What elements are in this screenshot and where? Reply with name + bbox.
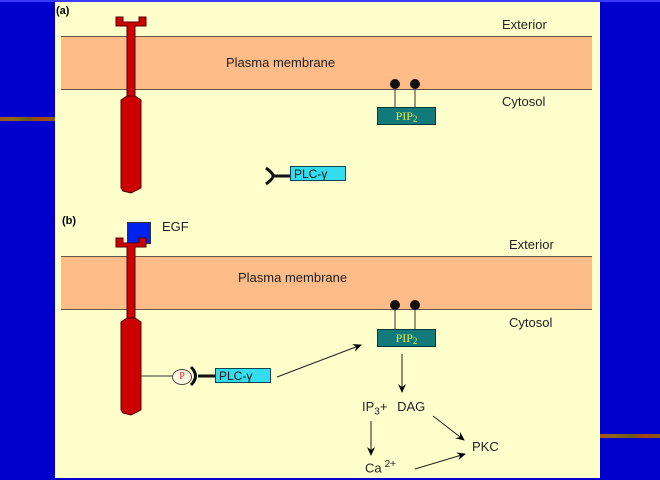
pkc-label: PKC: [472, 439, 499, 454]
panel-a-exterior-label: Exterior: [502, 17, 547, 32]
diagram-shapes: [115, 16, 466, 470]
panel-a-cytosol-label: Cytosol: [502, 94, 546, 109]
panel-b-exterior-label: Exterior: [509, 237, 554, 252]
pip2-label: PIP: [395, 331, 413, 345]
ca-label: Ca: [365, 460, 382, 476]
panel-a-tag: (a): [56, 5, 70, 17]
panel-b-cytosol-label: Cytosol: [509, 315, 553, 330]
panel-a-pip2-box: PIP2: [377, 107, 436, 125]
pip2-subscript: 2: [412, 336, 418, 346]
panel-a-plasma-membrane: [61, 36, 592, 90]
ip3-subscript: 3: [374, 406, 380, 418]
panel-b-lipid-tails: [390, 300, 420, 329]
plus-sign: +: [379, 399, 388, 414]
top-border: [0, 0, 660, 2]
arrow-calcium-to-pkc: [414, 452, 466, 470]
pip2-subscript: 2: [412, 114, 418, 124]
decorative-stripe-left: [0, 117, 55, 121]
panel-b-sh2-domain-icon: [189, 365, 215, 387]
panel-b-membrane-label: Plasma membrane: [238, 270, 348, 285]
panel-a-sh2-domain-icon: [265, 166, 290, 186]
panel-b-plasma-membrane: [61, 256, 592, 310]
ip3-label: IP: [362, 399, 375, 414]
panel-b-plc-gamma-box: PLC-γ: [215, 368, 271, 383]
panel-a-egf-receptor: [115, 16, 147, 194]
arrow-dag-to-pkc: [432, 415, 465, 441]
ip3-dag-label: IP3+ DAG: [362, 399, 425, 418]
egf-label: EGF: [162, 219, 189, 234]
lipid-head-icon: [410, 300, 420, 310]
lipid-head-icon: [390, 300, 400, 310]
pip2-label: PIP: [395, 109, 413, 123]
figure-panel: (a) Exterior Plasma membrane Cytosol PIP…: [55, 2, 600, 478]
phosphate-group: P: [172, 369, 192, 385]
ca-superscript: 2+: [384, 459, 397, 470]
panel-b-pip2-box: PIP2: [377, 329, 436, 347]
arrow-plc-to-pip2: [276, 344, 362, 378]
panel-b-tag: (b): [62, 215, 77, 227]
lipid-head-icon: [390, 79, 400, 89]
dag-label: DAG: [397, 399, 426, 414]
decorative-stripe-right: [600, 434, 660, 438]
lipid-head-icon: [410, 79, 420, 89]
panel-b-egf-receptor: [115, 237, 147, 416]
panel-a-membrane-label: Plasma membrane: [226, 55, 336, 70]
panel-a-plc-gamma-box: PLC-γ: [290, 166, 346, 181]
panel-a-lipid-tails: [390, 79, 420, 107]
